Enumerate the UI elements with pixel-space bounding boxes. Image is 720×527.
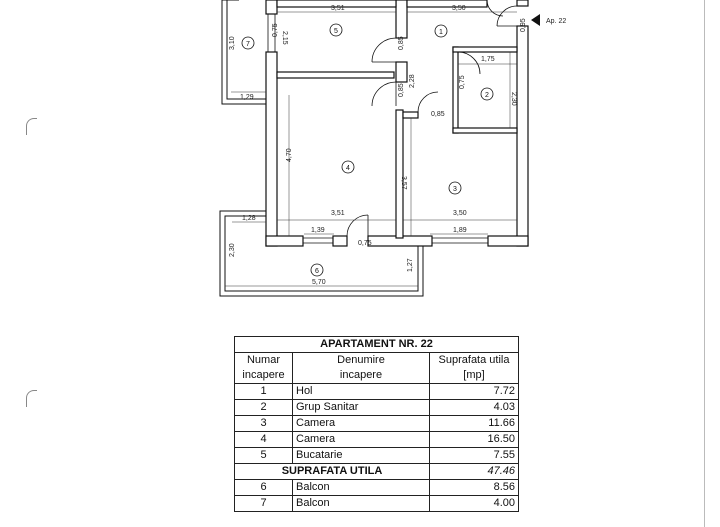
- cell-name: Bucatarie: [292, 447, 430, 464]
- walls: [265, 0, 529, 247]
- room-number-1: 1: [439, 29, 443, 36]
- dim-label: 3,10: [229, 36, 236, 50]
- room-number-4: 4: [346, 165, 350, 172]
- cell-area: 7.72: [429, 383, 519, 400]
- apartment-arrow-icon: [531, 14, 540, 26]
- cell-name: Balcon: [292, 495, 430, 512]
- cell-number: 1: [234, 383, 293, 400]
- summary-value: 47.46: [429, 463, 519, 480]
- cell-number: 7: [234, 495, 293, 512]
- dim-label: 2,30: [229, 243, 236, 257]
- balcony-6-outline: [219, 210, 424, 297]
- dim-label: 3,50: [453, 210, 467, 217]
- cell-area: 11.66: [429, 415, 519, 432]
- dim-label: 0,75: [358, 240, 372, 247]
- cell-area: 4.00: [429, 495, 519, 512]
- room-number-5: 5: [334, 28, 338, 35]
- dim-label: 3,51: [331, 5, 345, 12]
- dim-label: 5,70: [312, 279, 326, 286]
- dim-label: 1,75: [481, 56, 495, 63]
- dim-label: 0,95: [520, 18, 527, 32]
- punch-hole-mark: [26, 118, 37, 135]
- cell-number: 5: [234, 447, 293, 464]
- table-row: 1 Hol 7.72: [234, 383, 519, 400]
- apartment-tag: Ap. 22: [546, 18, 566, 25]
- cell-area: 16.50: [429, 431, 519, 448]
- room-markers: [241, 23, 494, 277]
- dim-label: 2,30: [510, 92, 517, 106]
- table-row: 3 Camera 11.66: [234, 415, 519, 432]
- cell-number: 2: [234, 399, 293, 416]
- table-row: 4 Camera 16.50: [234, 431, 519, 448]
- windows: [267, 14, 488, 244]
- dim-label: 0,75: [459, 75, 466, 89]
- summary-label: SUPRAFATA UTILA: [234, 463, 430, 480]
- cell-name: Hol: [292, 383, 430, 400]
- table-row: 6 Balcon 8.56: [234, 479, 519, 496]
- dim-label: 0,85: [431, 111, 445, 118]
- cell-area: 7.55: [429, 447, 519, 464]
- cell-number: 3: [234, 415, 293, 432]
- room-number-6: 6: [315, 268, 319, 275]
- punch-hole-mark: [26, 390, 37, 407]
- dim-label: 1,29: [240, 94, 254, 101]
- cell-area: 4.03: [429, 399, 519, 416]
- cell-name: Camera: [292, 431, 430, 448]
- table-row: 5 Bucatarie 7.55: [234, 447, 519, 464]
- dimension-lines: [225, 11, 517, 287]
- cell-name: Balcon: [292, 479, 430, 496]
- room-number-3: 3: [453, 186, 457, 193]
- dim-label: 1,27: [407, 258, 414, 272]
- cell-name: Grup Sanitar: [292, 399, 430, 416]
- dim-label: 3,51: [331, 210, 345, 217]
- table-row: 2 Grup Sanitar 4.03: [234, 399, 519, 416]
- dim-label: 0,75: [272, 23, 279, 37]
- dim-label: 1,28: [242, 215, 256, 222]
- balcony-7-outline: [221, 0, 268, 105]
- table-title-row: APARTAMENT NR. 22: [234, 336, 519, 353]
- dim-label: 2,28: [409, 74, 416, 88]
- room-number-7: 7: [246, 41, 250, 48]
- dim-label: 1,89: [453, 227, 467, 234]
- floor-plan: Ap. 22 5 1 2 3 4 6 7 3,51 3,50 0,95 1,75…: [219, 0, 566, 297]
- dim-label: 0,85: [398, 36, 405, 50]
- dim-label: 0,85: [398, 83, 405, 97]
- cell-area: 8.56: [429, 479, 519, 496]
- dim-label: 3,57: [400, 176, 407, 190]
- door-swings: [346, 0, 518, 237]
- dim-label: 3,50: [452, 5, 466, 12]
- dim-label: 2,15: [281, 31, 288, 45]
- table-title: APARTAMENT NR. 22: [234, 336, 519, 353]
- dim-label: 1,39: [311, 227, 325, 234]
- room-number-2: 2: [485, 92, 489, 99]
- col-header-area: Suprafata utila[mp]: [429, 352, 519, 384]
- summary-row: SUPRAFATA UTILA 47.46: [234, 463, 519, 480]
- page-edge: [704, 0, 705, 527]
- dim-label: 4,70: [286, 148, 293, 162]
- cell-number: 6: [234, 479, 293, 496]
- cell-name: Camera: [292, 415, 430, 432]
- cell-number: 4: [234, 431, 293, 448]
- table-row: 7 Balcon 4.00: [234, 495, 519, 512]
